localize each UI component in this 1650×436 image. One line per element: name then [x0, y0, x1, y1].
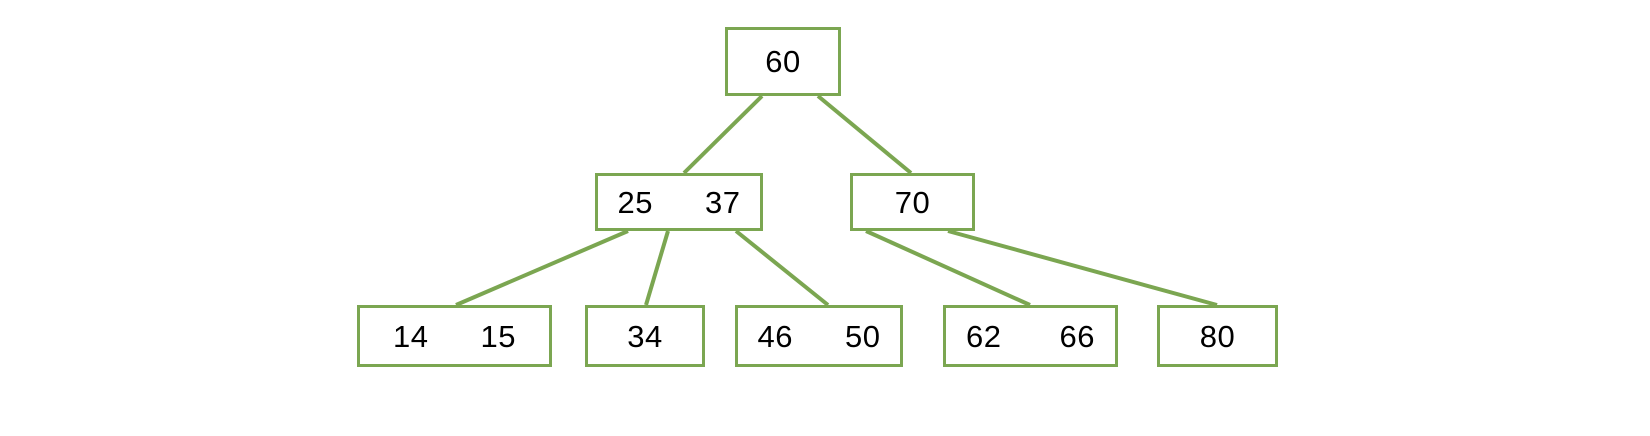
- btree-key: 46: [757, 318, 793, 354]
- btree-node-70: 70: [850, 173, 975, 231]
- btree-edge: [816, 94, 913, 175]
- btree-key: 14: [393, 318, 429, 354]
- btree-node-14-15: 14 15: [357, 305, 552, 367]
- btree-node-80: 80: [1157, 305, 1278, 367]
- btree-key: 37: [705, 184, 741, 220]
- btree-key: 50: [845, 318, 881, 354]
- btree-node-46-50: 46 50: [735, 305, 903, 367]
- btree-edge: [455, 229, 629, 307]
- btree-edge: [644, 230, 670, 306]
- btree-key: 66: [1059, 318, 1095, 354]
- btree-node-34: 34: [585, 305, 705, 367]
- btree-key: 70: [894, 184, 931, 220]
- btree-node-25-37: 25 37: [595, 173, 763, 231]
- btree-edge: [947, 229, 1218, 307]
- btree-key: 62: [966, 318, 1002, 354]
- btree-key: 80: [1199, 318, 1236, 354]
- btree-key: 25: [617, 184, 653, 220]
- btree-key: 15: [480, 318, 516, 354]
- btree-node-62-66: 62 66: [943, 305, 1118, 367]
- btree-edge: [865, 229, 1031, 307]
- btree-edge: [682, 94, 764, 175]
- btree-key: 60: [765, 44, 801, 79]
- btree-edge: [734, 229, 830, 307]
- btree-node-60: 60: [725, 27, 841, 96]
- btree-key: 34: [627, 318, 663, 354]
